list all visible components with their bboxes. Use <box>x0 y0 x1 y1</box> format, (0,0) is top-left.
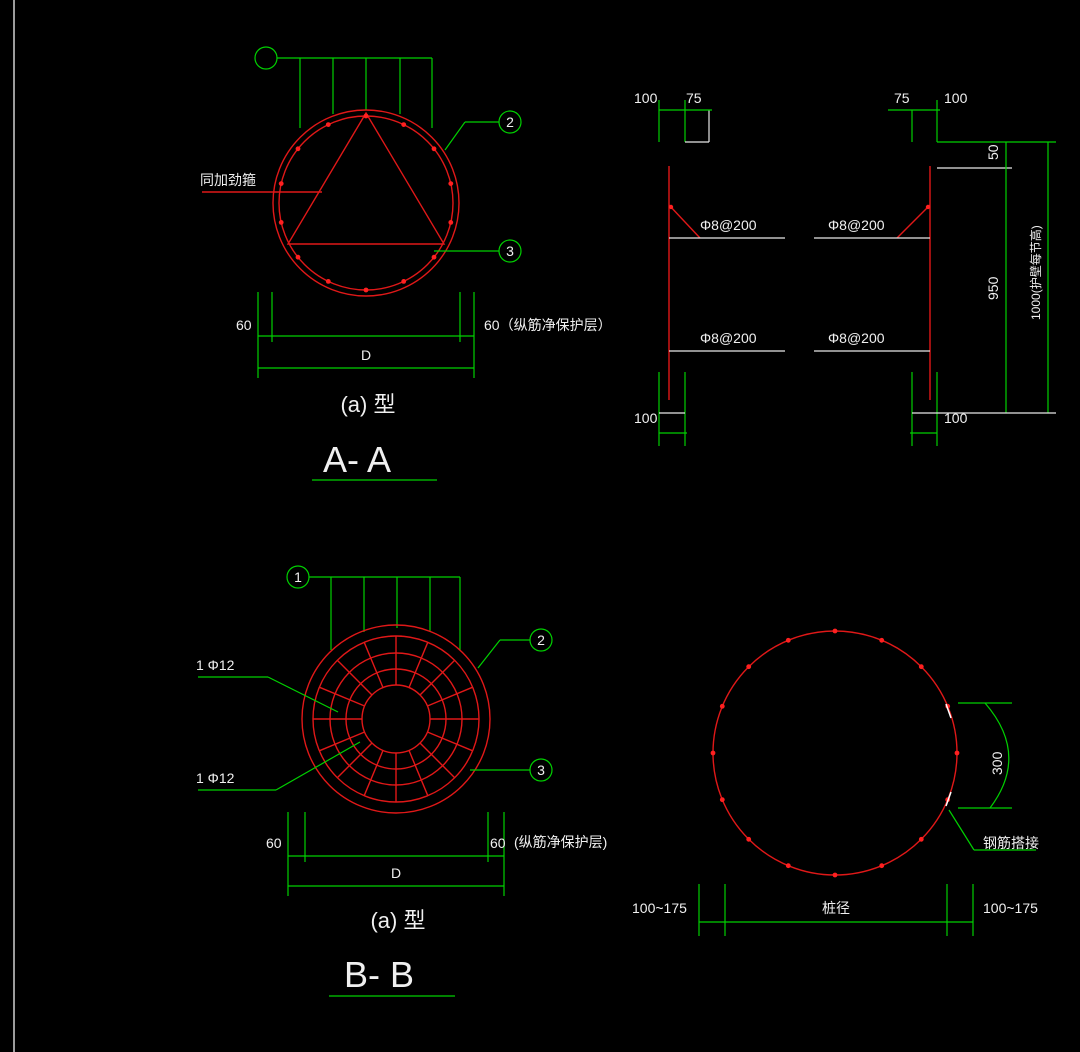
dim-100-175-right: 100~175 <box>983 900 1038 916</box>
rebar-dot <box>325 122 331 127</box>
pile-core-circle-bb <box>361 684 431 754</box>
cover-note-bb: (纵筋净保护层) <box>514 834 607 850</box>
radial-bar <box>336 742 373 779</box>
radial-bar <box>419 742 456 779</box>
dim-100-top-left: 100 <box>634 90 658 106</box>
radial-bar <box>363 750 384 796</box>
callout-bubble-3-aa <box>498 239 522 263</box>
rebar-dot <box>954 750 960 756</box>
rebar-label-1: Φ8@200 <box>700 217 757 233</box>
dim-300: 300 <box>989 751 1005 775</box>
rebar-dot <box>879 637 885 643</box>
dim-100-175-left: 100~175 <box>632 900 687 916</box>
radial-bar <box>419 659 456 696</box>
rebar-dot <box>746 836 752 842</box>
dim-d-aa: D <box>361 347 371 363</box>
section-title-bb: B- B <box>344 954 414 995</box>
callout-3-bb: 3 <box>537 762 545 778</box>
stiffener-label: 同加劲箍 <box>200 172 256 188</box>
rebar-dot <box>278 220 284 225</box>
dim-75-top-right: 75 <box>894 90 910 106</box>
rebar-dot <box>278 181 284 187</box>
rebar-dot <box>448 181 454 187</box>
dim-50: 50 <box>985 144 1001 160</box>
longitudinal-bars-plan <box>710 628 960 878</box>
rebar-dot <box>295 146 301 152</box>
radial-bar <box>336 659 373 696</box>
radial-bar <box>427 686 473 707</box>
dim-100-top-right: 100 <box>944 90 968 106</box>
dim-60-right-bb: 60 <box>490 835 506 851</box>
callout-2-aa: 2 <box>506 114 514 130</box>
rebar-dot <box>401 122 407 127</box>
lap-label: 钢筋搭接 <box>983 835 1039 851</box>
radial-bar <box>319 731 365 752</box>
bar-label-1-bb: 1 Φ12 <box>196 657 235 673</box>
wall-elevation-detail: 100 75 75 100 Φ8@200 Φ8@200 Φ8@200 Φ8@20… <box>634 90 1056 446</box>
rebar-dot <box>719 703 725 709</box>
dim-60-right-aa: 60（纵筋净保护层） <box>484 317 612 333</box>
dim-d-bb: D <box>391 865 401 881</box>
type-label-bb: (a) 型 <box>370 908 425 933</box>
pile-inner-circle-aa <box>278 115 454 291</box>
dim-1000: 1000(护壁每节高) <box>1028 225 1043 320</box>
rebar-dot <box>710 750 716 756</box>
radial-bar <box>427 731 473 752</box>
type-label-aa: (a) 型 <box>340 392 395 417</box>
rebar-dot <box>879 863 885 869</box>
stiffener-triangle <box>286 111 446 245</box>
dim-100-bottom-left: 100 <box>634 410 658 426</box>
rebar-dot <box>295 254 301 260</box>
rebar-dot <box>363 287 369 293</box>
rebar-dot <box>785 637 791 643</box>
rebar-dot <box>325 279 331 284</box>
callout-bubble-2-aa <box>498 110 522 134</box>
rebar-dot <box>832 872 838 878</box>
section-title-aa: A- A <box>323 439 391 480</box>
rebar-dot <box>431 146 437 152</box>
callout-bubble-1 <box>254 46 278 70</box>
pile-outer-circle-bb <box>301 624 491 814</box>
rebar-dot <box>918 664 924 670</box>
rebar-label-2: Φ8@200 <box>828 217 885 233</box>
radial-bar <box>408 750 429 796</box>
callout-1-bb: 1 <box>294 569 302 585</box>
dim-60-left-bb: 60 <box>266 835 282 851</box>
rebar-label-4: Φ8@200 <box>828 330 885 346</box>
rebar-dot <box>785 863 791 869</box>
callout-bubble-2-bb <box>529 628 553 652</box>
lap-mark-top <box>945 703 952 719</box>
rebar-dot <box>401 279 407 284</box>
dim-950: 950 <box>985 276 1001 300</box>
radial-bar <box>408 642 429 688</box>
bar-label-2-bb: 1 Φ12 <box>196 770 235 786</box>
dim-100-bottom-right: 100 <box>944 410 968 426</box>
section-aa: 2 3 同加劲箍 60 60（纵筋净保护层） D (a) 型 A- A <box>200 46 612 481</box>
rebar-dot <box>832 628 838 634</box>
lap-mark-bottom <box>945 791 952 807</box>
radial-bar <box>319 686 365 707</box>
pile-plan: 300 钢筋搭接 100~175 桩径 100~175 <box>632 628 1039 936</box>
rebar-dot <box>746 664 752 670</box>
rebar-dot <box>363 113 369 119</box>
pile-outer-circle-aa <box>272 109 460 297</box>
rebar-dot <box>918 836 924 842</box>
callout-3-aa: 3 <box>506 243 514 259</box>
rebar-dot <box>448 220 454 225</box>
rebar-label-3: Φ8@200 <box>700 330 757 346</box>
radial-bars-bb <box>313 636 479 802</box>
rebar-dot <box>719 797 725 803</box>
dim-arc-300 <box>984 702 1010 809</box>
radial-bar <box>363 642 384 688</box>
callout-bubble-3-bb <box>529 758 553 782</box>
dim-pile-diameter: 桩径 <box>822 900 850 916</box>
longitudinal-bars-aa <box>278 113 454 293</box>
callout-2-bb: 2 <box>537 632 545 648</box>
rebar-dot <box>431 254 437 260</box>
section-bb: 1 2 3 1 Φ12 1 Φ12 60 6 <box>196 565 607 997</box>
dim-75-top-left: 75 <box>686 90 702 106</box>
dim-60-left-aa: 60 <box>236 317 252 333</box>
